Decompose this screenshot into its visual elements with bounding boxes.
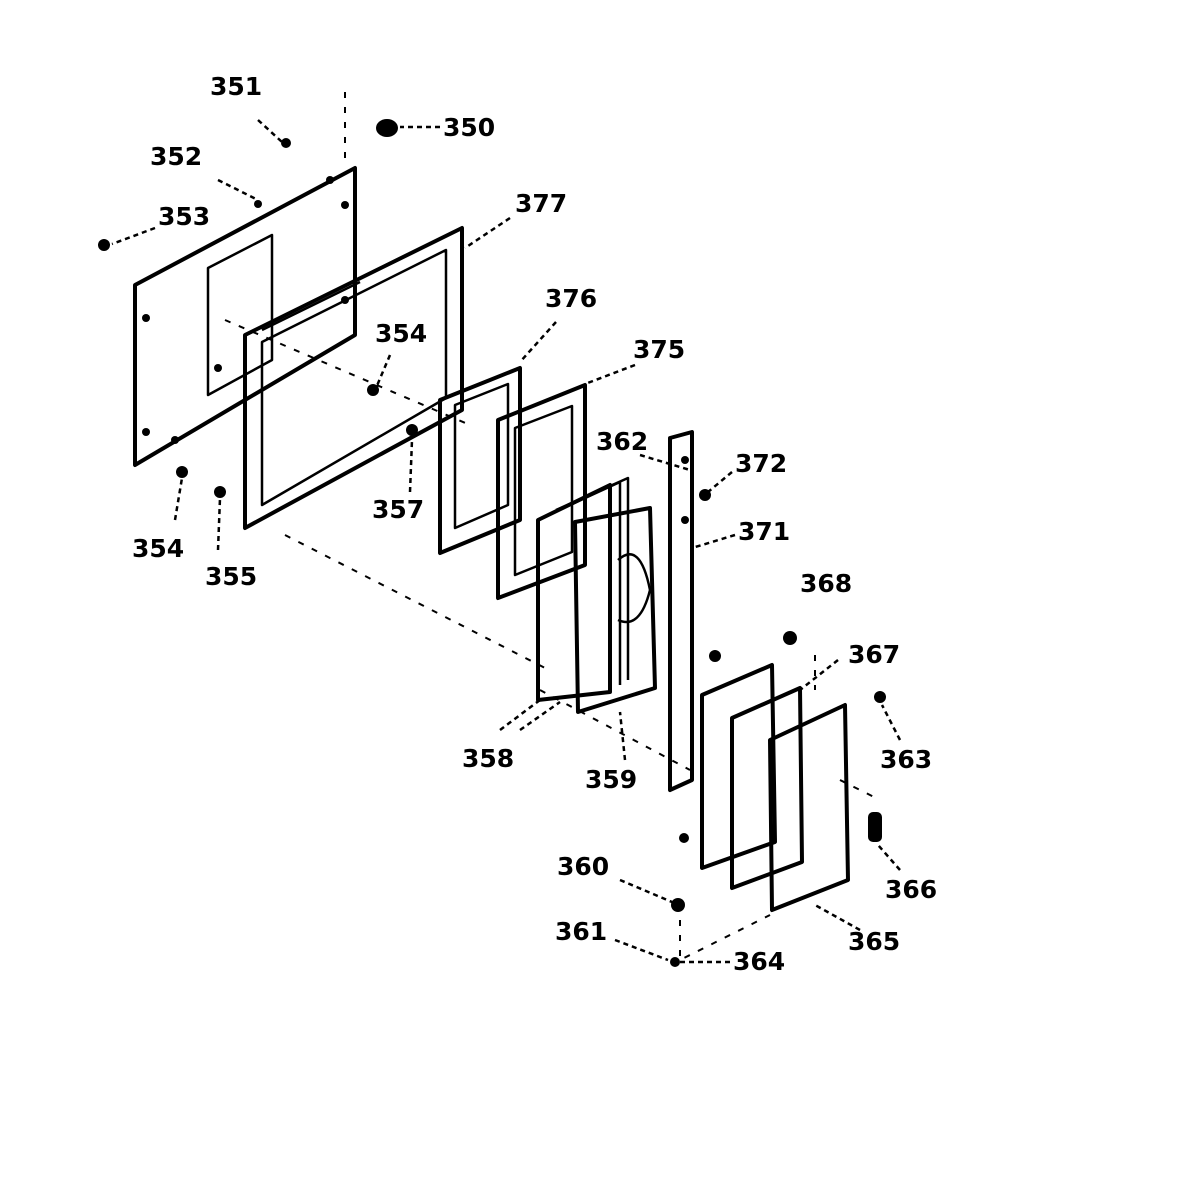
label-362: 362 (596, 427, 648, 456)
label-352: 352 (150, 142, 202, 171)
label-359: 359 (585, 765, 637, 794)
label-366: 366 (885, 875, 937, 904)
label-377: 377 (515, 189, 567, 218)
label-364: 364 (733, 947, 785, 976)
label-368: 368 (800, 569, 852, 598)
housing-359 (573, 506, 657, 714)
label-363: 363 (880, 745, 932, 774)
label-353: 353 (158, 202, 210, 231)
leader-lines (111, 119, 902, 964)
label-358: 358 (462, 744, 514, 773)
assembly-centerlines (224, 92, 881, 962)
hardware (98, 119, 886, 967)
label-365: 365 (848, 927, 900, 956)
gaskets-367 (700, 663, 804, 890)
label-355: 355 (205, 562, 257, 591)
label-372: 372 (735, 449, 787, 478)
label-357: 357 (372, 495, 424, 524)
part-number-labels: 350 351 352 353 354 354 355 357 358 359 … (132, 72, 937, 976)
label-360: 360 (557, 852, 609, 881)
label-367: 367 (848, 640, 900, 669)
label-350: 350 (443, 113, 495, 142)
label-351: 351 (210, 72, 262, 101)
label-371: 371 (738, 517, 790, 546)
glass-375 (496, 383, 587, 600)
label-361: 361 (555, 917, 607, 946)
label-375: 375 (633, 335, 685, 364)
side-strip-362 (668, 430, 721, 843)
plate-stack-358 (536, 476, 630, 702)
label-354-upper: 354 (375, 319, 427, 348)
label-376: 376 (545, 284, 597, 313)
panel-376 (438, 366, 522, 555)
label-354-lower: 354 (132, 534, 184, 563)
front-glass-365 (768, 703, 850, 912)
